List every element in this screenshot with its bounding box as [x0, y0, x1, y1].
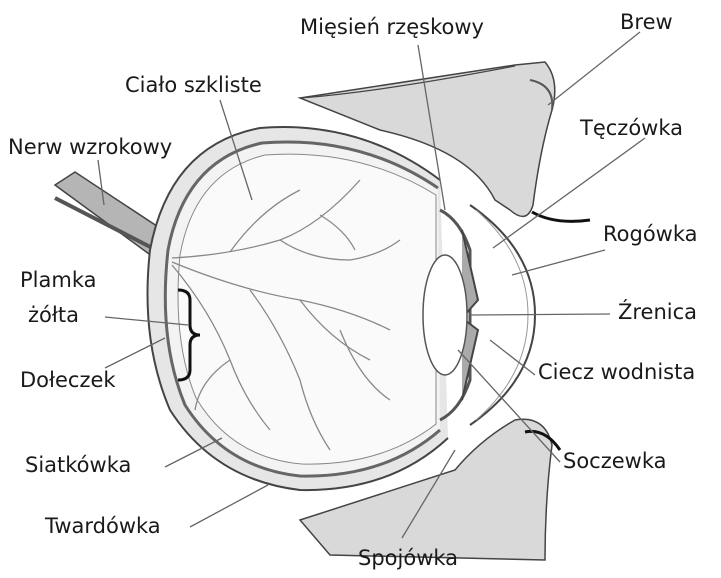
label-plamka-zolta-2: żółta	[28, 305, 79, 326]
lens	[423, 255, 467, 375]
label-twardowka: Twardówka	[45, 516, 161, 537]
label-siatkowka: Siatkówka	[25, 455, 131, 476]
label-soczewka: Soczewka	[563, 451, 667, 472]
label-cialo-szkliste: Ciało szkliste	[125, 75, 262, 96]
label-spojowka: Spojówka	[358, 548, 458, 569]
label-doleczek: Dołeczek	[20, 370, 116, 391]
label-teczowka: Tęczówka	[580, 118, 683, 139]
label-zrenica: Źrenica	[618, 302, 697, 323]
label-plamka-zolta-1: Plamka	[20, 270, 96, 291]
label-miesien-rzeskowy: Mięsień rzęskowy	[300, 17, 484, 38]
label-rogowka: Rogówka	[603, 224, 698, 245]
label-ciecz-wodnista: Ciecz wodnista	[538, 362, 695, 383]
label-brew: Brew	[620, 12, 673, 33]
label-nerw-wzrokowy: Nerw wzrokowy	[8, 137, 172, 158]
